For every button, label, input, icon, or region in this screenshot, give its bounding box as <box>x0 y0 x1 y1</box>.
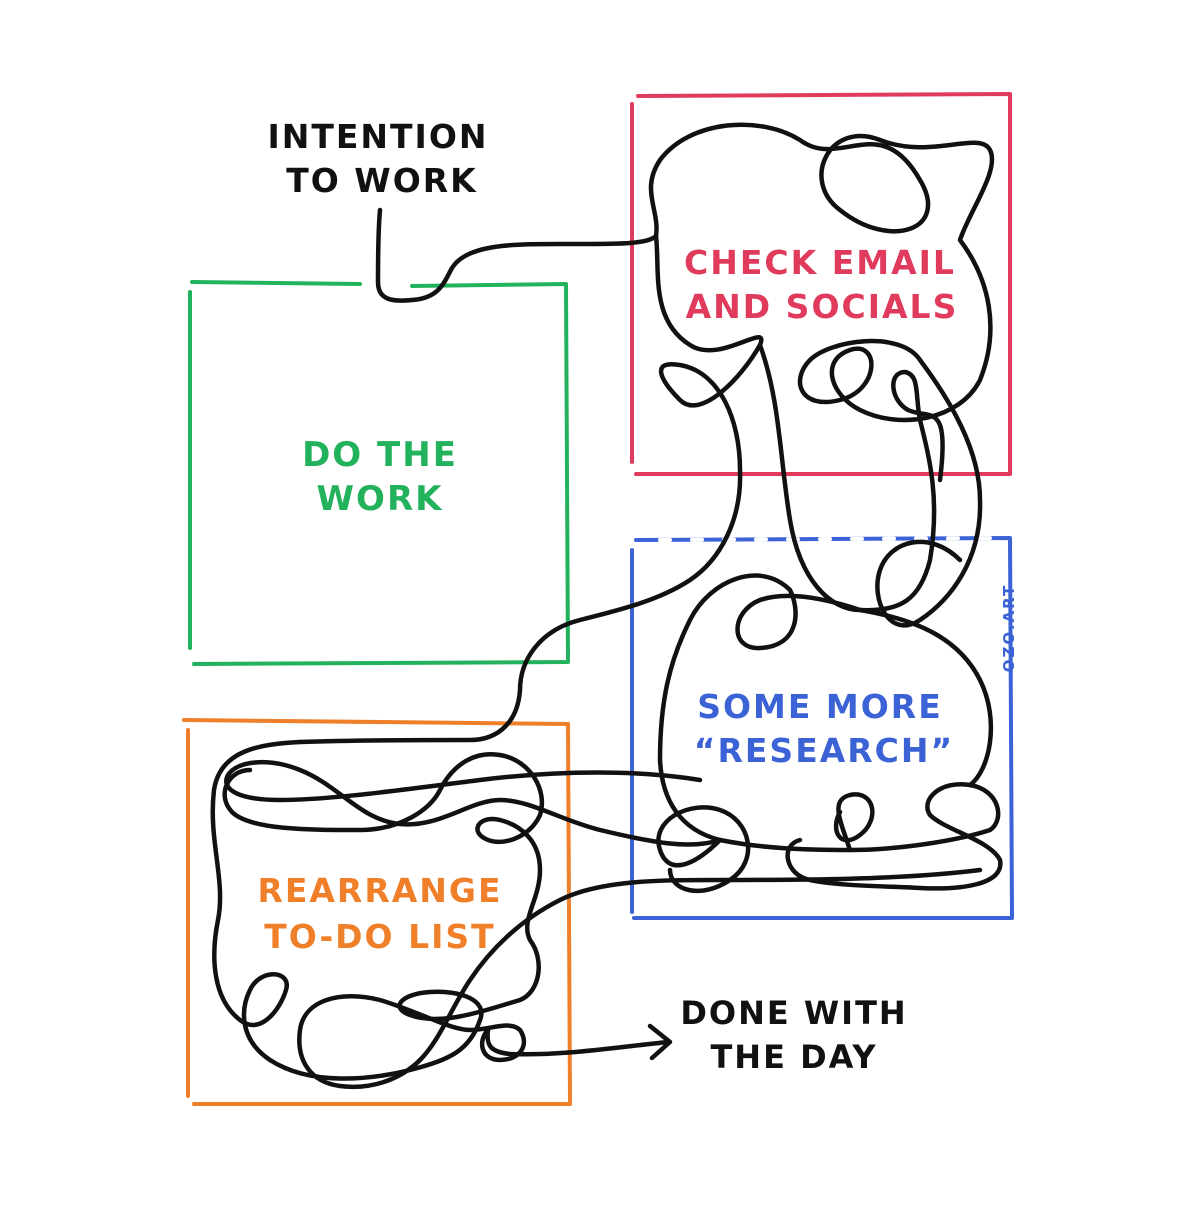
end-label-line2: THE DAY <box>710 1038 877 1076</box>
box-check-email-line1: CHECK EMAIL <box>684 243 956 282</box>
label-intention-to-work: INTENTION TO WORK <box>267 117 488 200</box>
start-label-line1: INTENTION <box>267 117 488 156</box>
box-research-top-dash <box>658 536 1008 542</box>
box-do-the-work-frame <box>188 280 570 666</box>
tangled-path <box>210 122 1003 1090</box>
box-todo-line2: TO-DO LIST <box>264 917 495 956</box>
exit-arrowhead <box>647 1023 673 1061</box>
path-segment-research-to-todo <box>224 760 983 903</box>
start-label-line2: TO WORK <box>286 161 478 200</box>
path-segment-research-loops <box>657 573 1003 891</box>
box-do-the-work-line2: WORK <box>317 479 444 519</box>
watermark-ozo-art: OZO.ART <box>1000 584 1018 672</box>
box-do-the-work-line1: DO THE <box>302 435 458 475</box>
end-label-line1: DONE WITH <box>680 994 907 1032</box>
path-segment-email-inner <box>297 233 764 745</box>
box-check-email-line2: AND SOCIALS <box>686 287 959 326</box>
box-check-email-frame <box>630 92 1012 476</box>
path-segment-research-body <box>656 607 994 894</box>
path-segment-start <box>375 207 659 303</box>
path-segment-email-to-research <box>757 342 945 613</box>
box-do-the-work: DO THE WORK <box>188 280 570 666</box>
path-segment-email-loops <box>648 122 995 628</box>
box-research-line1: SOME MORE <box>697 687 943 726</box>
box-todo-line1: REARRANGE <box>257 871 502 910</box>
box-research-line2: “RESEARCH” <box>694 731 954 770</box>
box-todo: REARRANGE TO-DO LIST <box>182 718 572 1106</box>
box-research: SOME MORE “RESEARCH” OZO.ART <box>630 536 1018 920</box>
path-segment-todo-loops <box>210 739 545 1081</box>
path-segment-todo-inner <box>297 897 563 1090</box>
box-check-email: CHECK EMAIL AND SOCIALS <box>630 92 1012 476</box>
box-todo-frame <box>182 718 572 1106</box>
label-done-with-the-day: DONE WITH THE DAY <box>680 994 907 1076</box>
path-segment-exit <box>485 1027 671 1057</box>
